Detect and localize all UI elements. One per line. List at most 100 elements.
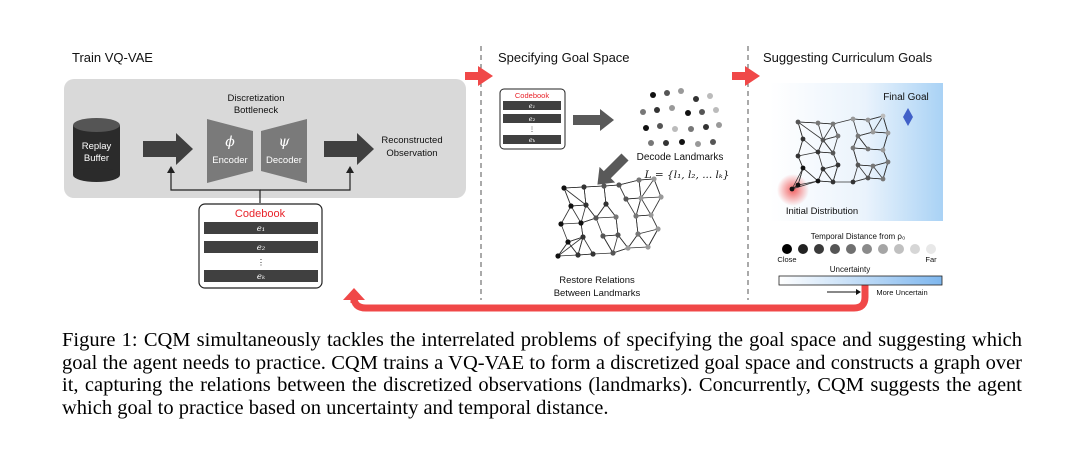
landmark-dot	[707, 93, 713, 99]
graph-node	[651, 176, 657, 182]
figure-caption: Figure 1: CQM simultaneously tackles the…	[62, 329, 1022, 419]
graph-edge	[882, 161, 889, 180]
small-codebook-entry-label: eₖ	[529, 136, 536, 144]
graph-edge	[852, 118, 869, 121]
temporal-dot	[910, 244, 920, 254]
graph-edge	[595, 217, 604, 237]
landmark-dot	[657, 123, 663, 129]
graph-edge	[867, 177, 884, 180]
graph-edge	[638, 179, 642, 199]
replay-buffer-icon	[73, 118, 120, 182]
graph-edge	[867, 115, 884, 121]
graph-node	[601, 183, 607, 189]
graph-edge	[557, 241, 569, 257]
arrow-up-icon	[167, 166, 175, 173]
arrow-up-icon	[346, 166, 354, 173]
reconstructed-label: Observation	[386, 148, 437, 159]
landmark-dot	[695, 141, 701, 147]
graph-edge	[580, 204, 587, 224]
more-uncertain-label: More Uncertain	[876, 288, 927, 297]
small-codebook-entry-label: e₂	[529, 115, 536, 123]
graph-node	[815, 120, 821, 126]
close-label: Close	[777, 255, 796, 264]
graph-edge	[637, 233, 649, 248]
graph-edge	[635, 215, 639, 235]
graph-node	[568, 203, 574, 209]
codebook-entry-label: e₂	[257, 243, 266, 253]
graph-node	[581, 184, 587, 190]
temporal-dot	[862, 244, 872, 254]
graph-node	[636, 177, 642, 183]
graph-edge	[817, 151, 824, 170]
graph-edge	[872, 165, 884, 180]
landmark-dot	[654, 107, 660, 113]
codebook-entry-label: eₖ	[257, 272, 265, 282]
graph-edge	[637, 228, 659, 235]
graph-edge	[797, 121, 804, 140]
graph-edge	[852, 118, 859, 137]
graph-node	[578, 220, 584, 226]
graph-node	[555, 253, 561, 259]
landmark-dot	[640, 109, 646, 115]
graph-edge	[612, 234, 619, 254]
codebook-entry	[204, 222, 318, 234]
train-vqvae-title: Train VQ-VAE	[72, 50, 153, 65]
landmark-dot	[713, 107, 719, 113]
graph-edge	[857, 131, 874, 137]
graph-edge	[797, 121, 819, 124]
landmark-dot	[650, 92, 656, 98]
graph-node	[613, 214, 619, 220]
graph-node	[655, 226, 661, 232]
graph-edge	[582, 236, 594, 255]
graph-node	[623, 196, 629, 202]
landmark-dot	[643, 125, 649, 131]
final-goal-diamond-icon	[903, 108, 913, 126]
landmark-dot	[685, 110, 691, 116]
temporal-distance-scale	[782, 244, 936, 254]
block-arrow-right-icon	[143, 133, 193, 165]
graph-edge	[797, 167, 804, 186]
goal-space-title: Specifying Goal Space	[498, 50, 630, 65]
curriculum-title: Suggesting Curriculum Goals	[763, 50, 933, 65]
small-codebook-entry	[503, 101, 561, 110]
graph-node	[610, 250, 616, 256]
decoder-symbol: ψ	[279, 134, 291, 150]
landmark-scatter	[640, 88, 722, 147]
graph-edge	[605, 203, 617, 218]
temporal-distance-title: Temporal Distance from ρ₀	[811, 232, 906, 241]
small-codebook-ellipsis: ⋮	[529, 126, 536, 133]
graph-edge	[650, 214, 659, 230]
landmark-dot	[688, 126, 694, 132]
graph-node	[850, 116, 856, 122]
graph-node	[645, 244, 651, 250]
graph-node	[870, 129, 876, 135]
graph-edge	[595, 216, 617, 219]
codebook-entry	[204, 270, 318, 282]
landmark-dot	[693, 96, 699, 102]
red-arrow-right-icon	[465, 66, 493, 86]
graph-edge	[857, 164, 874, 167]
graph-node	[633, 213, 639, 219]
graph-edge	[567, 236, 584, 243]
graph-edge	[802, 138, 819, 153]
graph-edge	[585, 204, 597, 219]
small-codebook-title: Codebook	[515, 91, 549, 100]
landmark-dot	[678, 88, 684, 94]
graph-node	[815, 149, 821, 155]
graph-node	[603, 201, 609, 207]
codebook-title: Codebook	[235, 208, 286, 220]
graph-node	[830, 150, 836, 156]
graph-edge	[617, 234, 629, 249]
graph-edge	[627, 233, 639, 249]
graph-node	[835, 133, 841, 139]
graph-edge	[647, 228, 659, 248]
bottleneck-label: Bottleneck	[234, 105, 279, 116]
graph-node	[885, 130, 891, 136]
graph-node	[795, 119, 801, 125]
graph-edge	[822, 164, 839, 170]
graph-edge	[595, 203, 607, 219]
graph-node	[558, 221, 564, 227]
graph-edge	[882, 115, 889, 134]
block-arrow-right-icon	[324, 133, 374, 165]
graph-edge	[612, 247, 629, 254]
